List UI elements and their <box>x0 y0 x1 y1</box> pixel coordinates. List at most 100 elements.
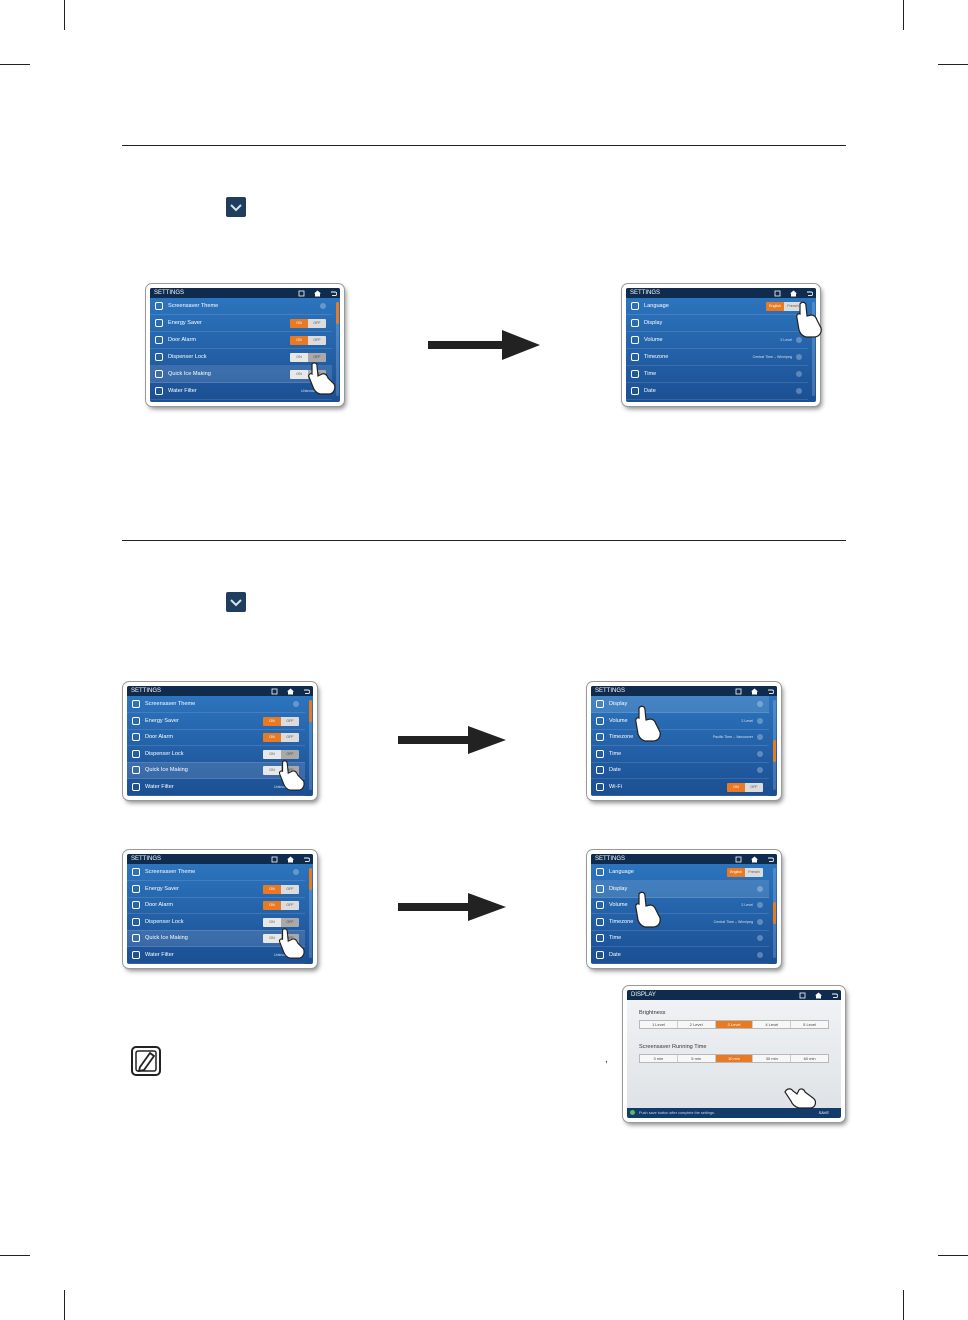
settings-row-volume[interactable]: Volume 2 Level <box>591 713 769 730</box>
toggle-on[interactable]: ON <box>263 716 281 726</box>
toggle-off[interactable]: OFF <box>308 336 326 345</box>
scrollbar[interactable] <box>812 302 815 396</box>
toggle-on[interactable]: ON <box>290 370 308 379</box>
screensaver-option[interactable]: 60 min <box>803 1056 816 1061</box>
brightness-option[interactable]: 2 Level <box>678 1021 716 1028</box>
scroll-thumb[interactable] <box>773 740 776 762</box>
toggle-on[interactable]: ON <box>263 901 281 910</box>
back-icon[interactable] <box>330 290 338 297</box>
memo-icon[interactable] <box>298 290 305 297</box>
settings-row-display[interactable]: Display <box>591 696 769 713</box>
scrollbar[interactable] <box>336 302 339 396</box>
settings-row-screensaver[interactable]: Screensaver Theme <box>127 864 305 881</box>
home-icon[interactable] <box>751 856 758 863</box>
scroll-thumb[interactable] <box>336 302 339 324</box>
toggle-off[interactable]: OFF <box>281 884 299 894</box>
toggle-off[interactable]: OFF <box>308 319 326 328</box>
toggle-on[interactable]: ON <box>290 336 308 345</box>
scrollbar[interactable] <box>773 700 776 790</box>
settings-row-display[interactable]: Display <box>591 880 769 898</box>
scrollbar[interactable] <box>309 868 312 958</box>
settings-row-display[interactable]: Display <box>626 315 808 332</box>
settings-row-screensaver[interactable]: Screensaver Theme <box>127 696 305 713</box>
screensaver-option[interactable]: 5 min <box>678 1055 716 1062</box>
settings-row-date[interactable]: Date <box>591 947 769 964</box>
settings-row-volume[interactable]: Volume 2 Level <box>626 332 808 349</box>
scrollbar[interactable] <box>773 868 776 958</box>
toggle-on[interactable]: ON <box>263 733 281 742</box>
back-icon[interactable] <box>831 992 839 999</box>
settings-row-time[interactable]: Time <box>626 366 808 383</box>
toggle-on[interactable]: ON <box>290 319 308 328</box>
back-icon[interactable] <box>767 688 775 695</box>
toggle-on[interactable]: ON <box>263 917 281 927</box>
language-english[interactable]: English <box>766 302 784 311</box>
save-button[interactable]: SAVE <box>818 1110 829 1115</box>
toggle-on[interactable]: ON <box>727 782 745 792</box>
home-icon[interactable] <box>314 290 321 297</box>
back-icon[interactable] <box>806 290 814 297</box>
brightness-option[interactable]: 1 Level <box>640 1021 678 1028</box>
settings-row-time[interactable]: Time <box>591 930 769 947</box>
toggle-on[interactable]: ON <box>290 353 308 362</box>
toggle-off[interactable]: OFF <box>281 917 299 927</box>
toggle-off[interactable]: OFF <box>281 749 299 759</box>
toggle-off[interactable]: OFF <box>281 733 299 742</box>
settings-row-volume[interactable]: Volume 2 Level <box>591 897 769 914</box>
toggle-off[interactable]: OFF <box>281 716 299 726</box>
settings-row-date[interactable]: Date <box>591 762 769 779</box>
language-french[interactable]: French <box>784 302 802 311</box>
back-icon[interactable] <box>303 688 311 695</box>
brightness-option[interactable]: 5 Level <box>803 1022 817 1027</box>
brightness-selector[interactable]: 1 Level 2 Level 3 Level 4 Level 5 Level <box>639 1020 829 1029</box>
language-french[interactable]: French <box>745 868 763 877</box>
home-icon[interactable] <box>790 290 797 297</box>
screensaver-option[interactable]: 3 min <box>640 1055 678 1062</box>
settings-row-water-filter[interactable]: Water Filter Unknown <box>127 947 305 964</box>
memo-icon[interactable] <box>271 688 278 695</box>
settings-row-water-filter[interactable]: Water Filter Unknown <box>127 779 305 796</box>
screensaver-option[interactable]: 30 min <box>753 1055 792 1062</box>
home-icon[interactable] <box>815 992 822 999</box>
settings-row-screensaver[interactable]: Screensaver Theme <box>150 298 332 315</box>
settings-row-date[interactable]: Date <box>626 383 808 400</box>
toggle-off[interactable]: OFF <box>281 934 299 943</box>
home-icon[interactable] <box>287 688 294 695</box>
toggle-off[interactable]: OFF <box>308 353 326 362</box>
settings-row-water-filter[interactable]: Water Filter Unknown <box>150 383 332 400</box>
screensaver-option-selected[interactable]: 10 min <box>715 1055 754 1062</box>
settings-row-timezone[interactable]: Timezone Pacific Time – Vancouver <box>591 729 769 746</box>
home-icon[interactable] <box>287 856 294 863</box>
language-english[interactable]: English <box>727 868 745 877</box>
scroll-thumb[interactable] <box>773 902 776 924</box>
brightness-option-selected[interactable]: 3 Level <box>715 1021 754 1028</box>
toggle-off[interactable]: OFF <box>281 766 299 775</box>
toggle-on[interactable]: ON <box>263 884 281 894</box>
screensaver-time-selector[interactable]: 3 min 5 min 10 min 30 min 60 min <box>639 1054 829 1063</box>
toggle-on[interactable]: ON <box>263 749 281 759</box>
memo-icon[interactable] <box>774 290 781 297</box>
back-icon[interactable] <box>303 856 311 863</box>
